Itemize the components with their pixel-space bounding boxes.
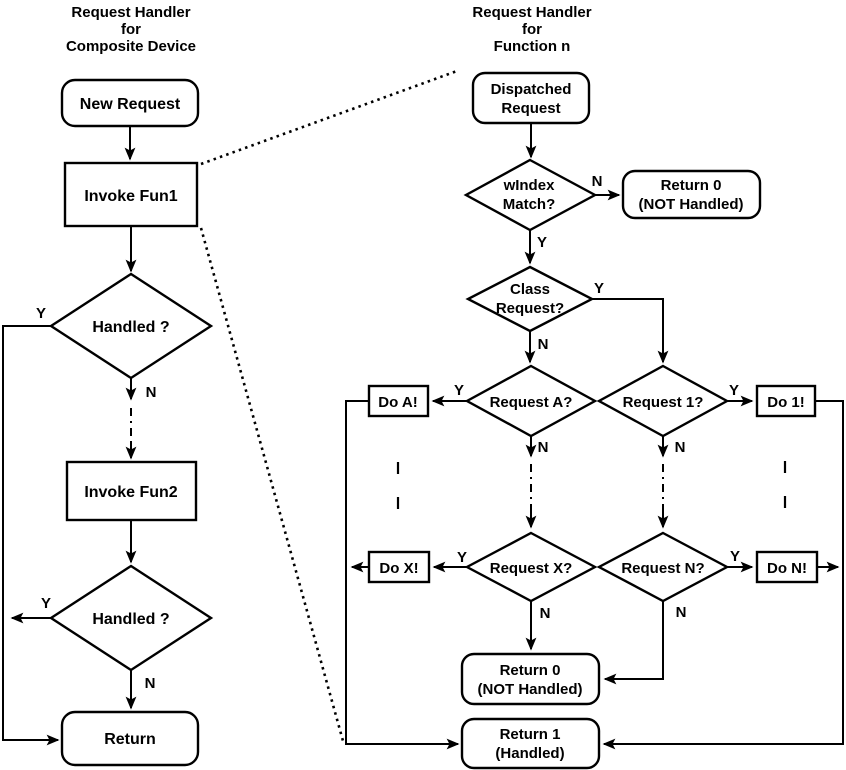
node-return1-label2: (Handled) <box>495 745 564 762</box>
node-new-request-label: New Request <box>80 96 181 113</box>
node-do-x-label: Do X! <box>379 560 418 577</box>
node-return0-top <box>621 169 762 220</box>
label-requestx-no: N <box>540 605 551 622</box>
label-requesta-no: N <box>538 439 549 456</box>
label-requestx-yes: Y <box>457 549 467 566</box>
label-requestn-yes: Y <box>730 548 740 565</box>
label-handled2-no: N <box>145 675 156 692</box>
label-class-no: N <box>538 336 549 353</box>
line-do1-trunk-to-return1 <box>602 400 844 750</box>
node-return0-bottom-label2: (NOT Handled) <box>478 681 583 698</box>
label-requesta-yes: Y <box>454 382 464 399</box>
right-title-line1: Request Handler <box>472 4 591 21</box>
node-invoke-fun2-label: Invoke Fun2 <box>84 484 177 501</box>
label-handled1-yes: Y <box>36 305 46 322</box>
node-request-x-label: Request X? <box>490 560 573 577</box>
label-windex-yes: Y <box>537 234 547 251</box>
node-return-label: Return <box>104 731 156 748</box>
node-windex-label1: wIndex <box>503 177 556 194</box>
left-chart: Request Handler for Composite Device New… <box>2 4 214 767</box>
node-do-1-label: Do 1! <box>767 394 805 411</box>
label-handled1-no: N <box>146 384 157 401</box>
right-title-line2: for <box>522 21 542 38</box>
node-return1-label1: Return 1 <box>500 726 561 743</box>
line-handled1-yes-trunk-to-return <box>2 325 60 746</box>
node-handled-2-label: Handled ? <box>92 611 169 628</box>
node-request-1-label: Request 1? <box>623 394 704 411</box>
line-doa-trunk-to-return1 <box>345 400 460 750</box>
node-class-label1: Class <box>510 281 550 298</box>
left-title-line3: Composite Device <box>66 38 196 55</box>
node-dispatched-label2: Request <box>501 100 560 117</box>
line-requestn-no-to-return0 <box>603 601 664 685</box>
node-handled-1-label: Handled ? <box>92 319 169 336</box>
node-do-n-label: Do N! <box>767 560 807 577</box>
label-class-yes: Y <box>594 280 604 297</box>
node-class-request <box>465 265 595 333</box>
callout-dotted-top <box>200 69 458 166</box>
node-windex-label2: Match? <box>503 196 556 213</box>
line-class-yes-to-request1 <box>592 298 669 364</box>
node-invoke-fun1-label: Invoke Fun1 <box>84 188 177 205</box>
node-class-label2: Request? <box>496 300 564 317</box>
node-dispatched-label1: Dispatched <box>491 81 572 98</box>
node-return0-top-label1: Return 0 <box>661 177 722 194</box>
node-return0-top-label2: (NOT Handled) <box>639 196 744 213</box>
left-title-line1: Request Handler <box>71 4 190 21</box>
node-return0-bottom <box>460 652 601 706</box>
node-return1 <box>460 717 601 770</box>
label-requestn-no: N <box>676 604 687 621</box>
node-return0-bottom-label1: Return 0 <box>500 662 561 679</box>
left-title-line2: for <box>121 21 141 38</box>
node-return <box>60 710 200 767</box>
node-do-a-label: Do A! <box>378 394 417 411</box>
callout-dotted-bottom <box>199 227 345 742</box>
right-chart: Request Handler for Function n Dispatche… <box>345 4 844 770</box>
label-windex-no: N <box>592 173 603 190</box>
label-request1-yes: Y <box>729 382 739 399</box>
right-title-line3: Function n <box>494 38 571 55</box>
node-request-n-label: Request N? <box>621 560 704 577</box>
label-handled2-yes: Y <box>41 595 51 612</box>
label-request1-no: N <box>675 439 686 456</box>
node-request-a-label: Request A? <box>490 394 573 411</box>
node-windex-match <box>463 158 598 232</box>
